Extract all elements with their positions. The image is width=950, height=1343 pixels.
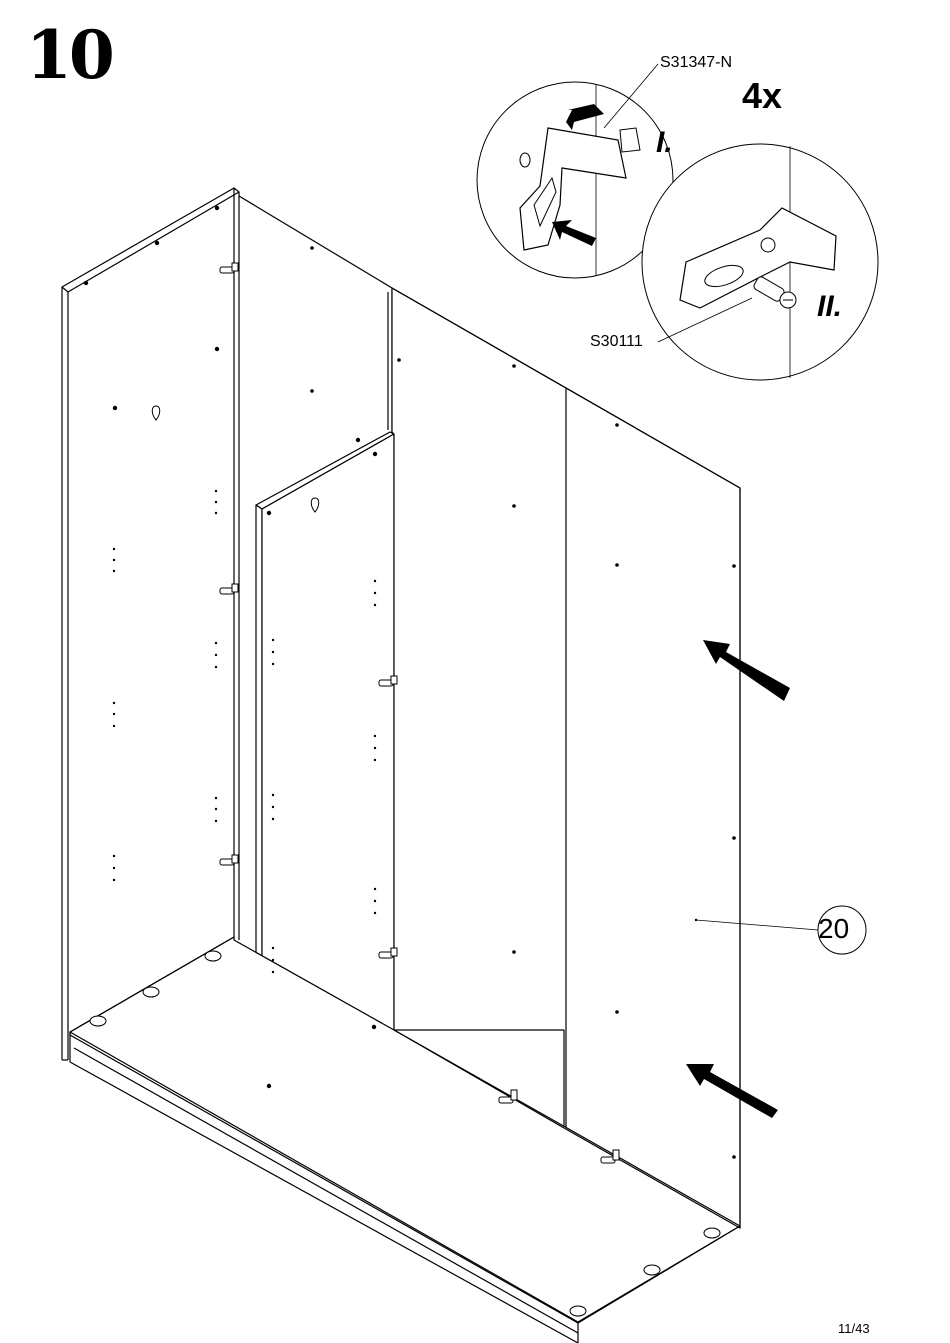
page-number: 11/43 (838, 1321, 870, 1336)
left-side-panel (62, 188, 239, 1060)
back-panel-edge (239, 196, 392, 288)
substep-label-2: II. (817, 290, 842, 324)
part-code-screw: S30111 (590, 333, 643, 351)
quantity-label: 4x (742, 78, 782, 114)
panel-number: 20 (818, 913, 849, 945)
substep-label-1: I. (656, 126, 673, 160)
step-number: 10 (26, 22, 112, 88)
part-code-connector: S31347-N (660, 54, 732, 72)
detail-circle-2 (642, 144, 878, 380)
